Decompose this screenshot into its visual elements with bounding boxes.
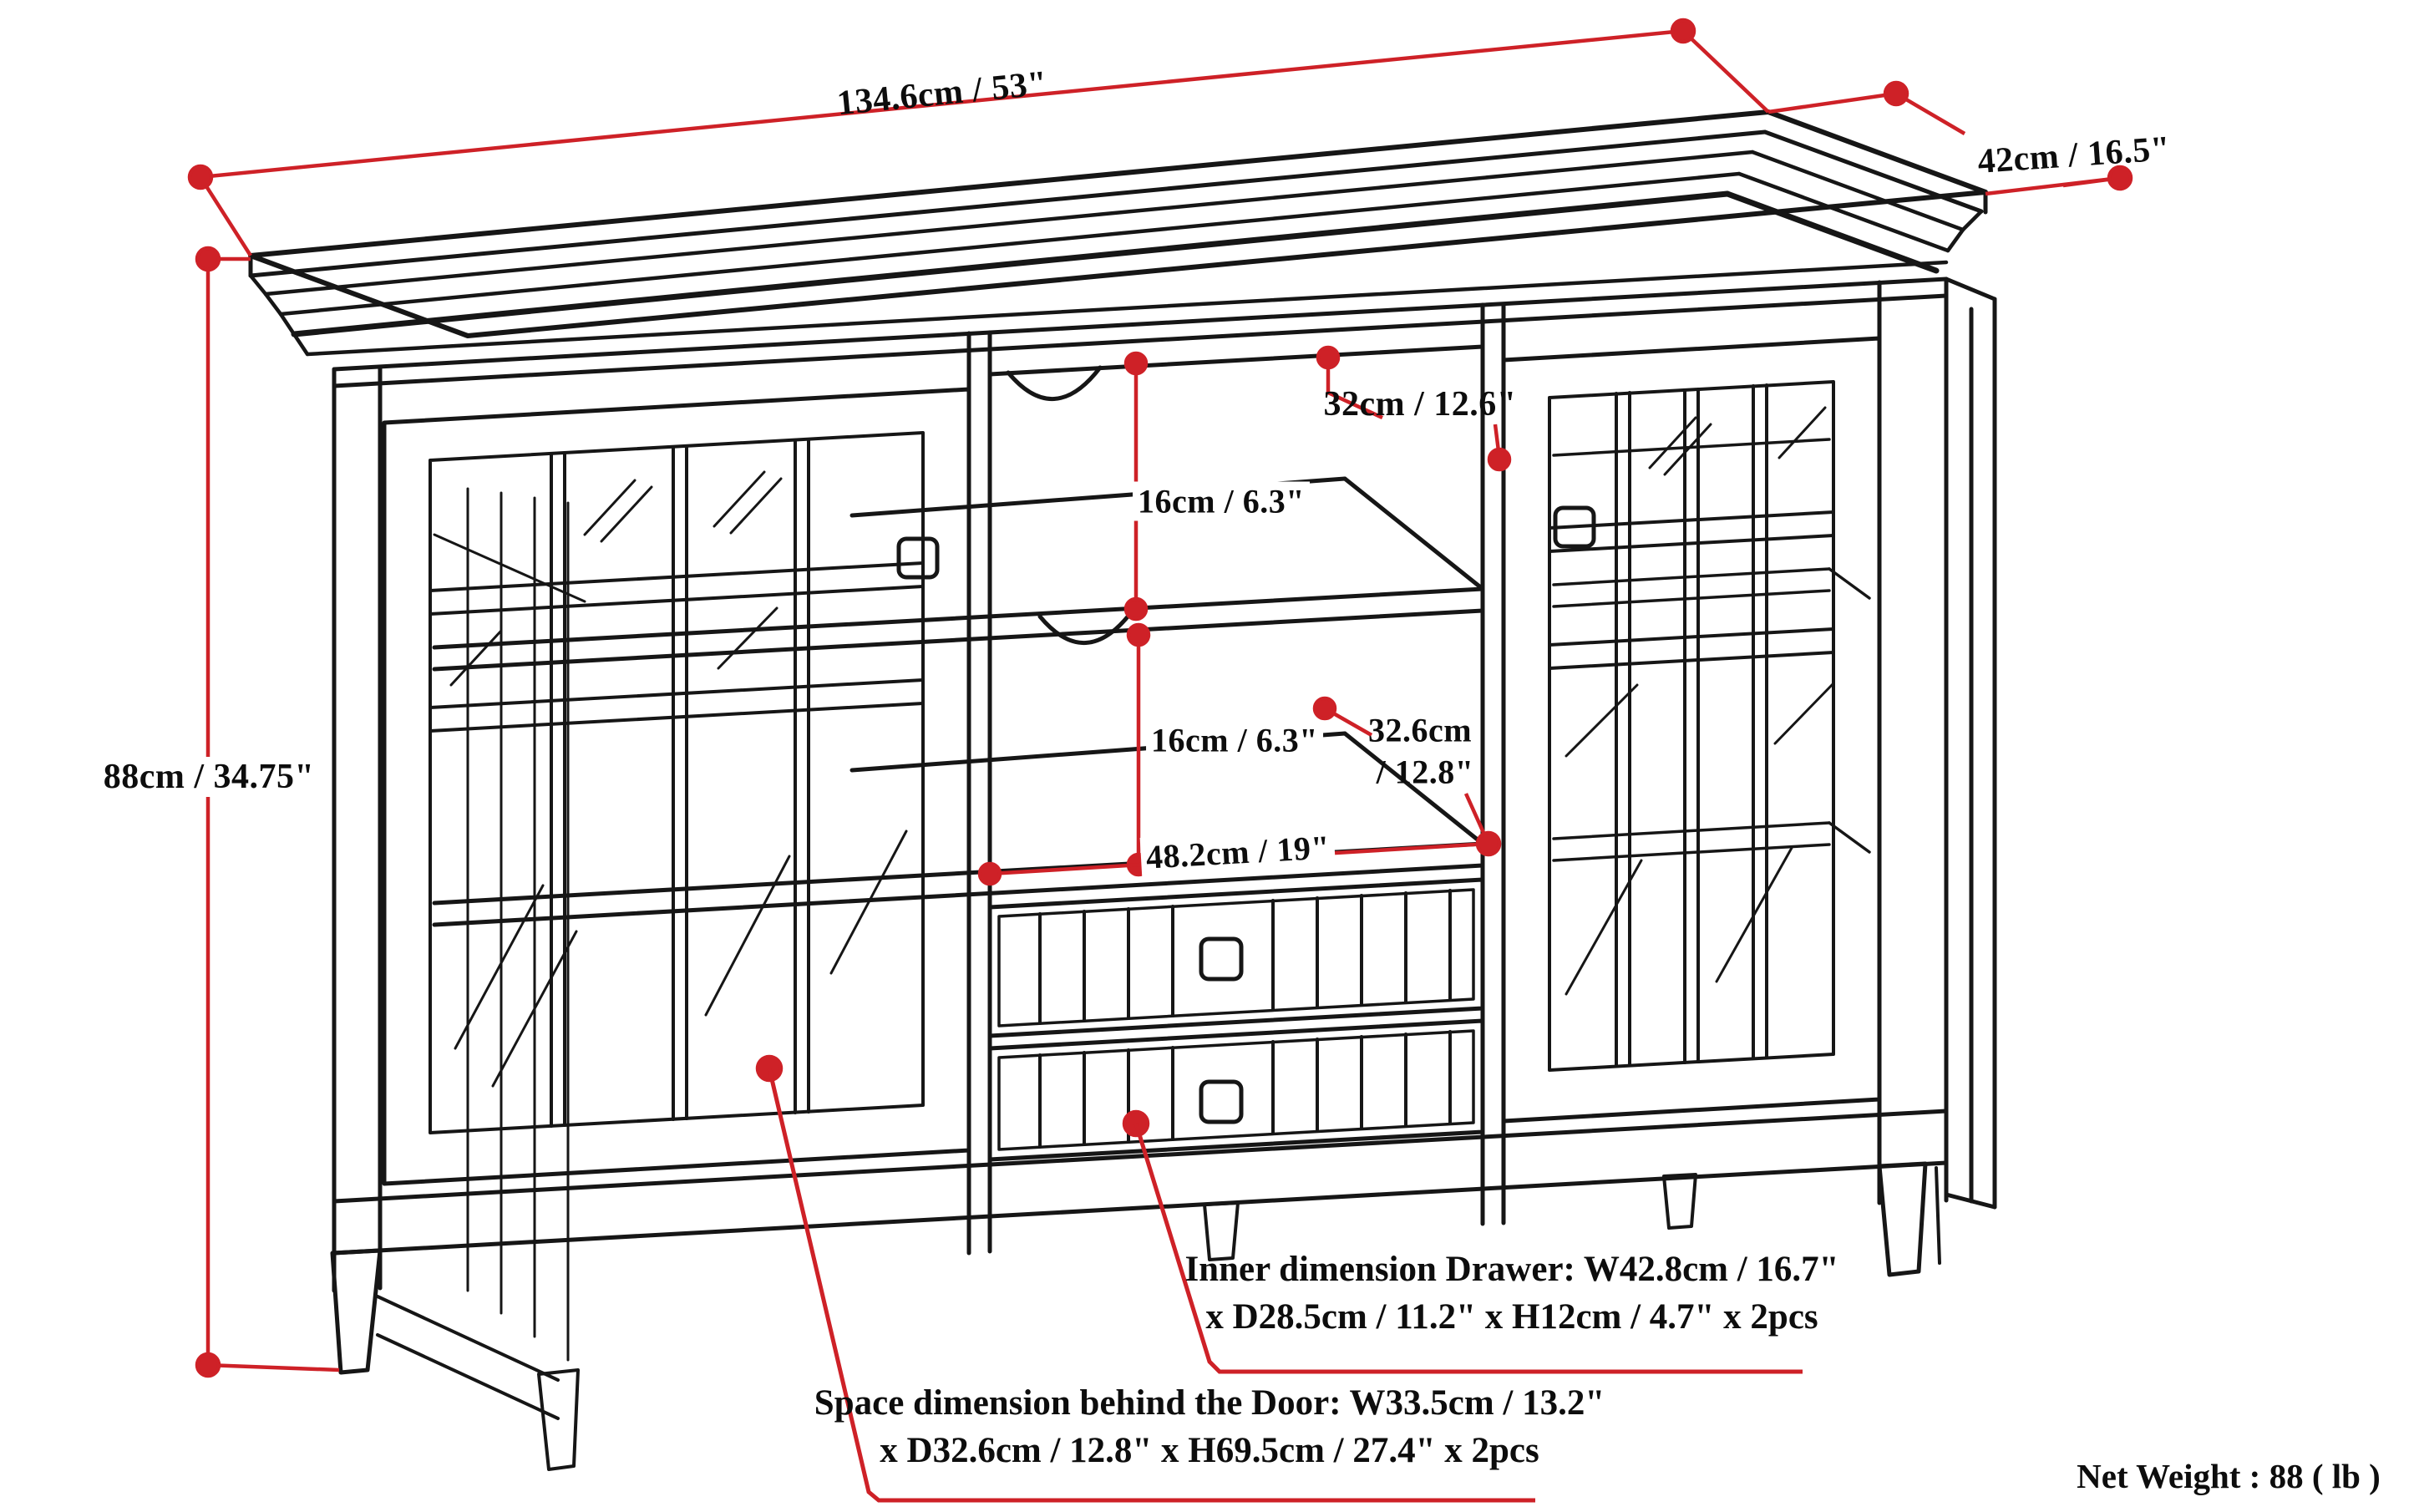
dim-top-shelf-depth [1316, 345, 1512, 472]
right-center-foot [1662, 1173, 1697, 1230]
left-side-stretcher [376, 1295, 560, 1420]
cable-hole-arcs [1006, 365, 1134, 646]
door-note-line2: x D32.6cm / 12.8" x H69.5cm / 27.4" x 2p… [880, 1430, 1539, 1470]
right-door-knob [1553, 505, 1596, 549]
dim-upper-gap-label: 16cm / 6.3" [1133, 481, 1310, 521]
dim-lower-shelf-depth [1312, 696, 1491, 845]
back-left-leg [537, 1368, 580, 1471]
dim-width [187, 18, 1770, 257]
left-door [382, 387, 971, 1186]
net-weight-label: Net Weight : 88 ( lb ) [2077, 1457, 2381, 1495]
dim-top-shelf-depth-label: 32cm / 12.6" [1323, 385, 1517, 424]
dim-height-label: 88cm / 34.75" [98, 757, 320, 797]
tabletop-edge [248, 129, 1988, 278]
drawer-1 [987, 877, 1485, 1038]
dimension-lines [187, 18, 2133, 1503]
legs [330, 1161, 1941, 1375]
dim-height [195, 246, 340, 1378]
front-right-leg [1877, 1161, 1928, 1277]
dim-lower-shelf-depth-label-2: / 12.8" [1376, 753, 1474, 791]
dim-lower-gap-label: 16cm / 6.3" [1146, 720, 1323, 760]
shelf-1 [432, 476, 1485, 672]
door-note: Space dimension behind the Door: W33.5cm… [814, 1380, 1605, 1475]
drawer-note: Inner dimension Drawer: W42.8cm / 16.7" … [1184, 1246, 1838, 1342]
right-door [1501, 336, 1882, 1124]
dim-upper-gap [1123, 351, 1149, 622]
door-note-line1: Space dimension behind the Door: W33.5cm… [814, 1383, 1605, 1423]
left-door-glass-glints [449, 470, 908, 1088]
drawer-1-knob [1199, 936, 1244, 982]
front-left-leg [330, 1248, 383, 1375]
right-door-glass-glints [1565, 406, 1835, 996]
left-door-knob [896, 536, 940, 580]
drawer-2 [987, 1018, 1485, 1162]
center-foot [1203, 1201, 1240, 1261]
drawer-note-line2: x D28.5cm / 11.2" x H12cm / 4.7" x 2pcs [1205, 1296, 1818, 1337]
drawer-2-knob [1199, 1079, 1244, 1124]
drawer-note-leader [1122, 1109, 1803, 1374]
dim-depth [1767, 80, 2133, 196]
right-interior-shelves [1552, 438, 1871, 862]
drawer-note-line1: Inner dimension Drawer: W42.8cm / 16.7" [1184, 1250, 1839, 1289]
dim-lower-shelf-depth-label-1: 32.6cm [1367, 711, 1473, 749]
cornice-molding [248, 150, 1984, 357]
door-note-leader [755, 1054, 1535, 1503]
